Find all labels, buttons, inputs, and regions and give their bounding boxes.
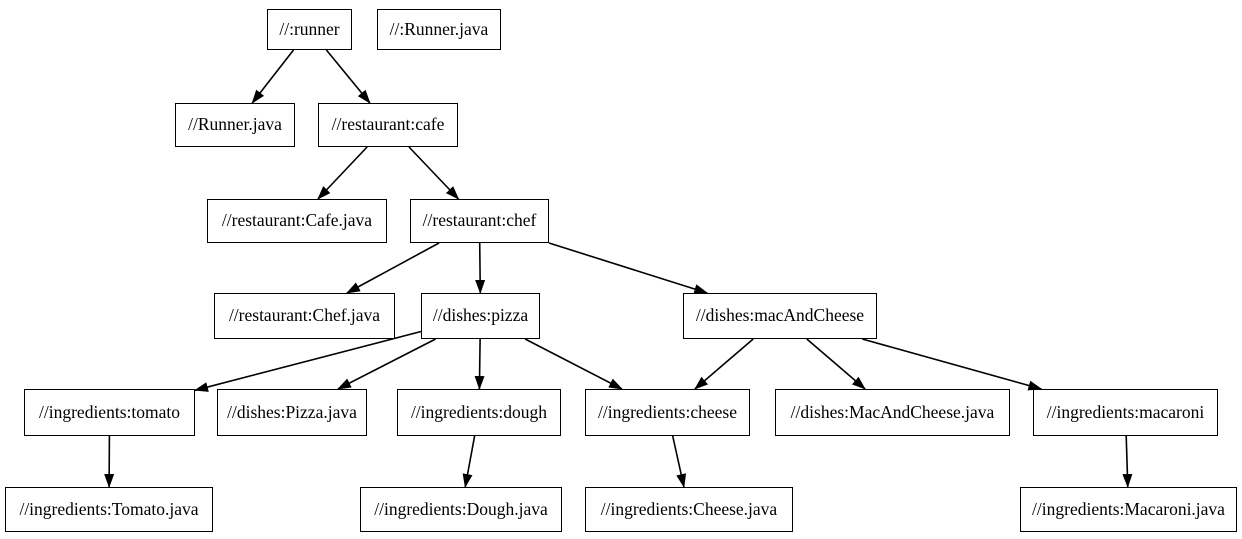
node-dough-java: //ingredients:Dough.java [360, 487, 562, 532]
edge-dough-to-dough-java [462, 435, 476, 488]
node-macaroni-java: //ingredients:Macaroni.java [1020, 487, 1237, 532]
node-label: //ingredients:Cheese.java [600, 498, 778, 519]
node-cafe-java: //restaurant:Cafe.java [207, 199, 387, 243]
node-label: //restaurant:chef [422, 210, 537, 231]
edge-runner-to-runner-java [251, 49, 295, 104]
node-chef-java: //restaurant:Chef.java [214, 293, 395, 339]
node-cafe: //restaurant:cafe [318, 103, 458, 147]
edge-mac-and-cheese-to-macaroni [862, 338, 1043, 391]
node-label: //dishes:pizza [432, 305, 529, 326]
node-label: //Runner.java [188, 114, 282, 135]
node-label: //ingredients:macaroni [1046, 401, 1205, 422]
edge-mac-and-cheese-to-mac-and-cheese-java [806, 338, 866, 390]
edge-cafe-to-chef [408, 146, 460, 200]
node-runner: //:runner [267, 9, 352, 50]
node-label: //ingredients:Tomato.java [19, 498, 199, 519]
edge-pizza-to-tomato [194, 330, 422, 392]
node-pizza: //dishes:pizza [421, 293, 540, 339]
edge-chef-to-pizza [475, 242, 486, 294]
node-cheese-java: //ingredients:Cheese.java [585, 487, 793, 532]
edge-pizza-to-cheese [524, 338, 623, 390]
node-dough: //ingredients:dough [397, 389, 561, 436]
edge-pizza-to-dough [474, 338, 485, 390]
edge-chef-to-mac-and-cheese [548, 242, 709, 294]
edge-mac-and-cheese-to-cheese [694, 338, 754, 390]
node-cheese: //ingredients:cheese [585, 389, 750, 436]
node-label: //ingredients:tomato [39, 401, 180, 422]
node-label: //restaurant:cafe [331, 114, 445, 135]
node-label: //ingredients:dough [410, 401, 548, 422]
node-chef: //restaurant:chef [410, 199, 549, 243]
edge-macaroni-to-macaroni-java [1122, 435, 1133, 488]
node-label: //ingredients:cheese [598, 401, 737, 422]
node-label: //:runner [279, 18, 340, 39]
node-runner-java-top: //:Runner.java [377, 9, 501, 50]
node-label: //restaurant:Chef.java [228, 305, 381, 326]
node-pizza-java: //dishes:Pizza.java [217, 389, 367, 436]
node-label: //ingredients:Macaroni.java [1032, 498, 1225, 519]
node-macaroni: //ingredients:macaroni [1033, 389, 1218, 436]
node-runner-java: //Runner.java [175, 103, 295, 147]
edges-group [104, 49, 1133, 488]
edge-cheese-to-cheese-java [671, 435, 687, 488]
node-tomato: //ingredients:tomato [24, 389, 195, 436]
edge-chef-to-chef-java [346, 242, 440, 294]
node-label: //dishes:MacAndCheese.java [790, 401, 995, 422]
edge-pizza-to-pizza-java [337, 338, 436, 390]
node-label: //:Runner.java [389, 18, 489, 39]
edge-cafe-to-cafe-java [317, 146, 368, 200]
node-label: //ingredients:Dough.java [374, 498, 548, 519]
node-mac-and-cheese: //dishes:macAndCheese [683, 293, 877, 339]
node-mac-and-cheese-java: //dishes:MacAndCheese.java [775, 389, 1010, 436]
node-tomato-java: //ingredients:Tomato.java [5, 487, 213, 532]
node-label: //dishes:Pizza.java [227, 401, 357, 422]
edge-runner-to-cafe [325, 49, 371, 104]
node-label: //restaurant:Cafe.java [221, 210, 373, 231]
node-label: //dishes:macAndCheese [695, 305, 865, 326]
